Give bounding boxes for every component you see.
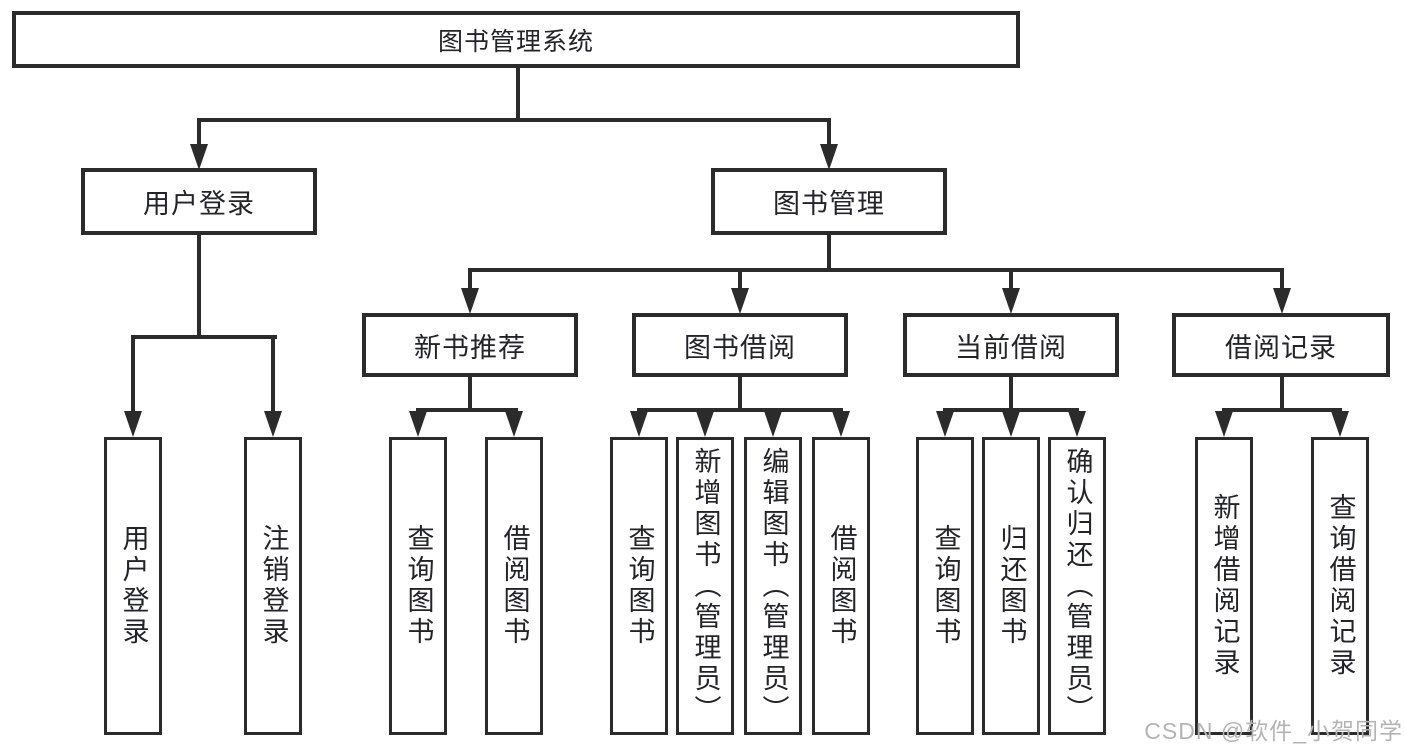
- leaf-add-book-admin: 新增图书（管理员）: [676, 437, 734, 735]
- connector-l3-stem: [468, 268, 472, 294]
- leaf-add-borrow-record: 新增借阅记录: [1195, 437, 1253, 735]
- arrow-down-icon: [936, 411, 954, 437]
- connector-current-bar: [943, 408, 1079, 412]
- connector-level2-bar: [197, 118, 831, 122]
- connector-recommend-down: [468, 377, 472, 410]
- connector-l3-stem: [1009, 268, 1013, 294]
- arrow-down-icon: [1002, 411, 1020, 437]
- leaf-user-login: 用户登录: [104, 437, 162, 735]
- arrow-down-icon: [696, 411, 714, 437]
- arrow-down-icon: [124, 411, 142, 437]
- connector-l3-stem: [1280, 268, 1284, 294]
- node-book-management: 图书管理: [711, 168, 947, 235]
- leaf-query-books-current: 查询图书: [916, 437, 974, 735]
- connector-book-mgmt-stem: [827, 118, 831, 148]
- node-borrowing-records: 借阅记录: [1172, 313, 1390, 377]
- leaf-confirm-return-admin: 确认归还（管理员）: [1048, 437, 1106, 735]
- arrow-down-icon: [1002, 288, 1020, 314]
- arrow-down-icon: [820, 144, 838, 170]
- leaf-query-books-recommend: 查询图书: [389, 437, 447, 735]
- node-current-borrowing: 当前借阅: [903, 313, 1119, 377]
- connector-login-down: [197, 235, 201, 337]
- connector-records-bar: [1222, 408, 1342, 412]
- arrow-down-icon: [409, 411, 427, 437]
- connector-records-down: [1280, 377, 1284, 410]
- connector-borrowing-down: [738, 377, 742, 410]
- arrow-down-icon: [461, 288, 479, 314]
- node-new-book-recommend: 新书推荐: [362, 313, 578, 377]
- connector-login-leaf-stem: [271, 335, 275, 414]
- leaf-borrow-books-borrowing: 借阅图书: [812, 437, 870, 735]
- connector-book-mgmt-down: [827, 235, 831, 272]
- node-book-borrowing: 图书借阅: [632, 313, 848, 377]
- arrow-down-icon: [505, 411, 523, 437]
- connector-recommend-bar: [416, 408, 518, 412]
- connector-borrowing-bar: [637, 408, 843, 412]
- arrow-down-icon: [264, 411, 282, 437]
- arrow-down-icon: [190, 144, 208, 170]
- connector-user-login-stem: [197, 118, 201, 148]
- arrow-down-icon: [731, 288, 749, 314]
- leaf-query-books-borrowing: 查询图书: [610, 437, 668, 735]
- connector-login-bar: [131, 335, 277, 339]
- node-library-system: 图书管理系统: [12, 11, 1020, 68]
- connector-login-leaf-stem: [131, 335, 135, 414]
- leaf-borrow-books-recommend: 借阅图书: [485, 437, 543, 735]
- watermark: CSDN @软件_小贺同学: [1144, 718, 1403, 744]
- leaf-edit-book-admin: 编辑图书（管理员）: [744, 437, 802, 735]
- arrow-down-icon: [1331, 411, 1349, 437]
- connector-level3-bar: [468, 268, 1284, 272]
- connector-root-stem: [516, 68, 520, 120]
- arrow-down-icon: [1068, 411, 1086, 437]
- arrow-down-icon: [832, 411, 850, 437]
- arrow-down-icon: [764, 411, 782, 437]
- leaf-return-book: 归还图书: [982, 437, 1040, 735]
- arrow-down-icon: [1273, 288, 1291, 314]
- arrow-down-icon: [630, 411, 648, 437]
- leaf-query-borrow-record: 查询借阅记录: [1311, 437, 1369, 735]
- arrow-down-icon: [1215, 411, 1233, 437]
- connector-current-down: [1009, 377, 1013, 410]
- node-user-login: 用户登录: [81, 168, 317, 235]
- connector-l3-stem: [738, 268, 742, 294]
- leaf-logout: 注销登录: [244, 437, 302, 735]
